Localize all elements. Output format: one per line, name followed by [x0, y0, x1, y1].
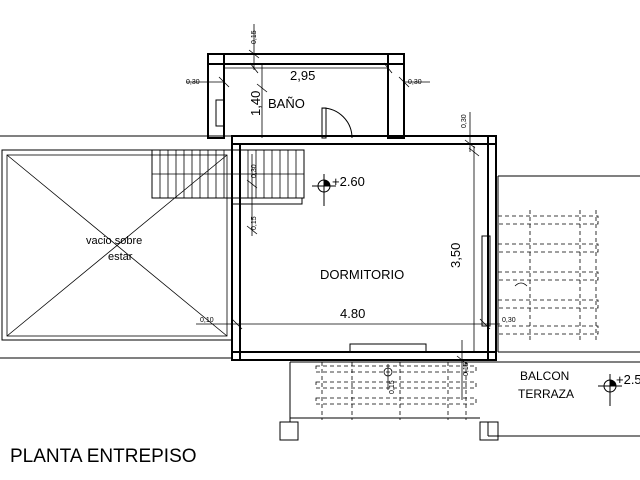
level-marker-terraza	[598, 374, 622, 406]
level-marker-dormitorio	[312, 174, 336, 206]
dormitorio-walls	[231, 135, 497, 361]
dim-wall-bottom-mid: 0,15	[463, 362, 470, 376]
void-area	[0, 135, 240, 359]
pergola	[497, 175, 640, 353]
dim-wall-bottom-right: 0,30	[502, 317, 516, 324]
lower-pergola	[279, 361, 640, 441]
room-label-dormitorio: DORMITORIO	[320, 267, 404, 282]
level-label-terraza: +2.5	[616, 372, 640, 387]
level-label-dormitorio: +2.60	[332, 174, 365, 189]
bano-walls	[207, 53, 405, 139]
dim-wall-right-top: 0,30	[461, 114, 468, 128]
void-label-line2: estar	[108, 251, 133, 263]
dim-wall-mid-b: 0,15	[251, 216, 258, 230]
dim-bano-depth: 1,40	[248, 91, 263, 116]
level-marker-small	[383, 364, 393, 390]
dim-wall-top-bano: 0,15	[251, 30, 258, 44]
dim-wall-mid-a: 0,30	[251, 164, 258, 178]
dim-bano-width: 2,95	[290, 68, 315, 83]
dimension-lines	[186, 24, 500, 400]
void-label-line1: vacio sobre	[86, 235, 142, 247]
dim-wall-lower: 0,15	[389, 380, 396, 394]
balcony-label-line1: BALCON	[520, 369, 569, 383]
staircase	[151, 149, 305, 199]
dim-wall-left-bano: 0,30	[186, 79, 200, 86]
dim-dorm-width: 4.80	[340, 306, 365, 321]
dim-wall-bottom-left: 0,10	[200, 317, 214, 324]
plan-title: PLANTA ENTREPISO	[10, 446, 197, 467]
dim-dorm-depth: 3,50	[448, 243, 463, 268]
balcony-label-line2: TERRAZA	[518, 387, 574, 401]
dim-wall-right-bano: 0,30	[408, 79, 422, 86]
room-label-bano: BAÑO	[268, 96, 305, 111]
